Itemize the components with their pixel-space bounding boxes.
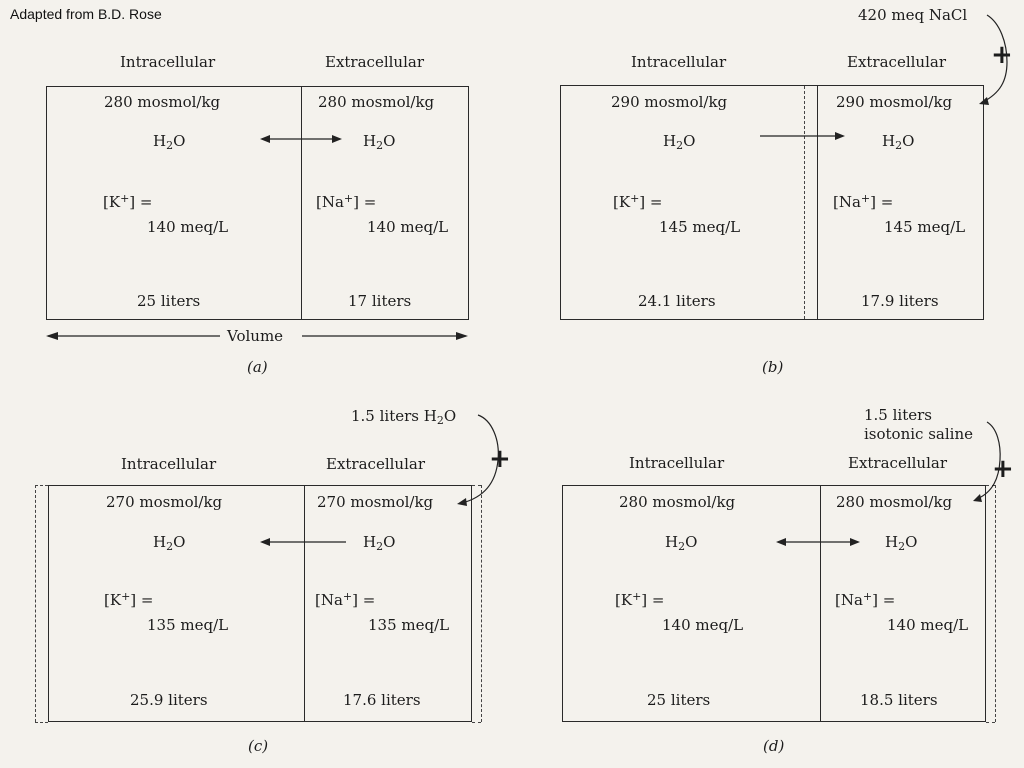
original-membrane-position [804,86,805,319]
credit-text: Adapted from B.D. Rose [10,6,162,22]
sodium-value: 140 meq/L [887,616,969,634]
volume-extracellular: 17.9 liters [861,292,939,310]
intracellular-header: Intracellular [629,454,725,472]
volume-axis-label: Volume [223,327,288,345]
extracellular-header: Extracellular [326,455,425,473]
volume-intracellular: 25 liters [647,691,711,709]
extracellular-header: Extracellular [848,454,947,472]
added-fluid: 1.5 liters H2O [351,407,457,427]
plus-icon: + [489,444,511,474]
panel-d: Intracellular Extracellular 280 mosmol/k… [545,400,1015,760]
sodium-label: [Na+] = [315,590,376,609]
osmolality-intracellular: 280 mosmol/kg [619,493,736,511]
potassium-label: [K+] = [104,590,154,609]
panel-label: (c) [248,737,269,755]
added-line-2: isotonic saline [864,425,973,443]
expanded-volume-bottom-right [986,722,995,723]
compartment-box [560,85,984,320]
potassium-label: [K+] = [615,590,665,609]
sodium-label: [Na+] = [316,192,377,211]
added-solute: 420 meq NaCl [858,6,968,24]
osmolality-intracellular: 290 mosmol/kg [611,93,728,111]
osmolality-extracellular: 280 mosmol/kg [836,493,953,511]
panel-b: Intracellular Extracellular 290 mosmol/k… [545,6,1015,408]
water-intracellular: H2O [665,533,698,553]
expanded-volume-top-right [472,485,481,486]
extracellular-header: Extracellular [325,53,424,71]
cell-membrane [301,87,302,319]
intracellular-header: Intracellular [631,53,727,71]
expanded-volume-top-left [35,485,48,486]
potassium-value: 140 meq/L [147,218,229,236]
added-line-1: 1.5 liters [864,406,932,424]
intracellular-header: Intracellular [121,455,217,473]
expanded-volume-bottom-right [472,722,481,723]
expanded-volume-bottom-left [35,722,48,723]
volume-intracellular: 25.9 liters [130,691,208,709]
water-extracellular: H2O [363,132,396,152]
osmolality-extracellular: 290 mosmol/kg [836,93,953,111]
water-extracellular: H2O [363,533,396,553]
cell-membrane [820,486,821,721]
volume-extracellular: 17 liters [348,292,412,310]
potassium-label: [K+] = [103,192,153,211]
panel-a: Intracellular Extracellular 280 mosmol/k… [30,48,500,408]
water-intracellular: H2O [663,132,696,152]
compartment-box [48,485,472,722]
added-amount: 1.5 liters [351,407,419,425]
cell-membrane [304,486,305,721]
volume-extracellular: 17.6 liters [343,691,421,709]
added-fluid: 1.5 liters isotonic saline [864,406,973,444]
osmolality-intracellular: 270 mosmol/kg [106,493,223,511]
panel-label: (d) [763,737,785,755]
potassium-value: 140 meq/L [662,616,744,634]
water-intracellular: H2O [153,132,186,152]
compartment-box [562,485,986,722]
potassium-label: [K+] = [613,192,663,211]
volume-extracellular: 18.5 liters [860,691,938,709]
extracellular-header: Extracellular [847,53,946,71]
intracellular-header: Intracellular [120,53,216,71]
cell-membrane [817,86,818,319]
panel-label: (b) [762,358,784,376]
osmolality-intracellular: 280 mosmol/kg [104,93,221,111]
osmolality-extracellular: 270 mosmol/kg [317,493,434,511]
expanded-volume-right-edge [481,485,482,722]
water-intracellular: H2O [153,533,186,553]
plus-icon: + [992,454,1014,484]
water-extracellular: H2O [882,132,915,152]
volume-intracellular: 24.1 liters [638,292,716,310]
potassium-value: 145 meq/L [659,218,741,236]
expanded-volume-top-right [986,485,995,486]
panel-c: Intracellular Extracellular 270 mosmol/k… [30,400,511,760]
volume-intracellular: 25 liters [137,292,201,310]
expanded-volume-left-edge [35,485,36,722]
sodium-value: 135 meq/L [368,616,450,634]
sodium-value: 145 meq/L [884,218,966,236]
water-extracellular: H2O [885,533,918,553]
compartment-box [46,86,469,320]
potassium-value: 135 meq/L [147,616,229,634]
sodium-label: [Na+] = [835,590,896,609]
sodium-value: 140 meq/L [367,218,449,236]
sodium-label: [Na+] = [833,192,894,211]
panel-label: (a) [247,358,268,376]
osmolality-extracellular: 280 mosmol/kg [318,93,435,111]
expanded-volume-right-edge [995,485,996,722]
plus-icon: + [991,40,1013,70]
